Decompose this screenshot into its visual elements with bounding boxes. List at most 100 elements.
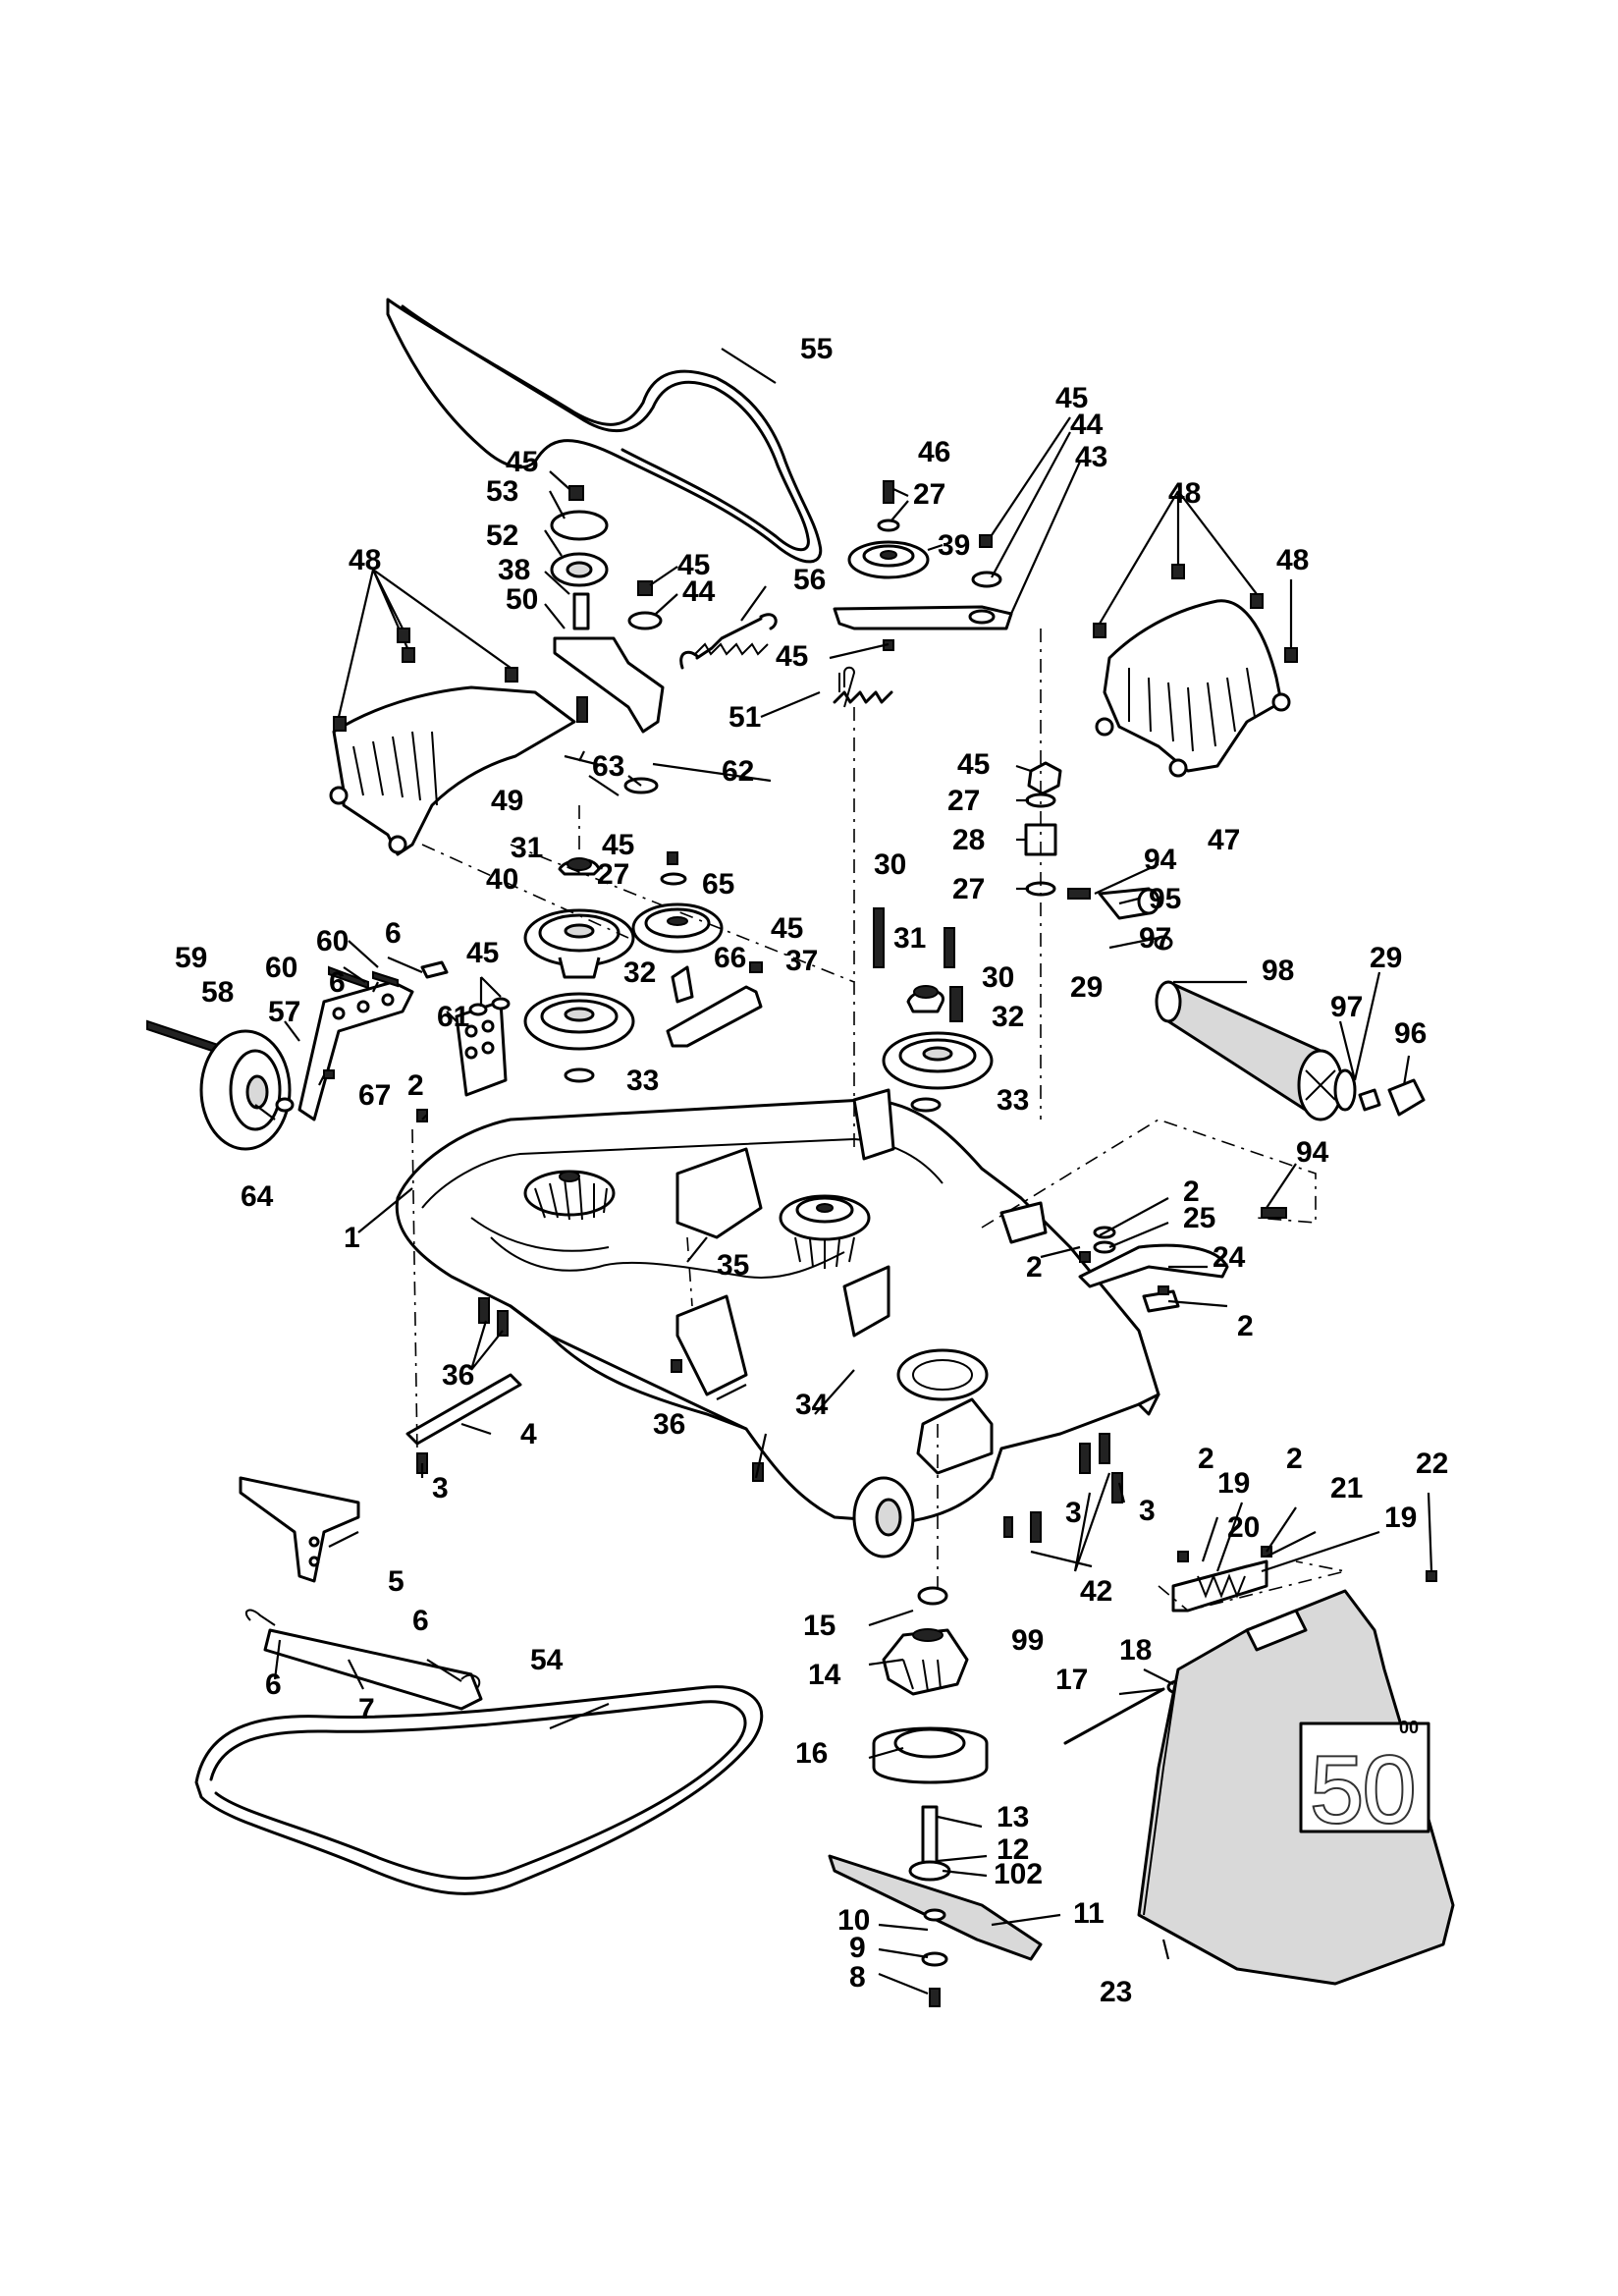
callout-60a: 60 bbox=[316, 925, 349, 957]
callout-27c: 27 bbox=[952, 873, 985, 905]
callout-4: 4 bbox=[520, 1418, 537, 1450]
callout-2c: 2 bbox=[1026, 1251, 1043, 1284]
leader-lines bbox=[254, 348, 1433, 1995]
callout-51: 51 bbox=[728, 701, 761, 734]
callout-62: 62 bbox=[722, 755, 754, 788]
callout-24: 24 bbox=[1213, 1241, 1246, 1274]
callout-5: 5 bbox=[388, 1565, 404, 1598]
callout-10: 10 bbox=[837, 1904, 870, 1937]
callout-48c: 48 bbox=[1276, 544, 1309, 576]
callout-16: 16 bbox=[795, 1737, 828, 1770]
callout-45d: 45 bbox=[776, 640, 808, 673]
callout-6c: 6 bbox=[412, 1605, 429, 1637]
callout-6b: 6 bbox=[385, 917, 402, 950]
callout-57: 57 bbox=[268, 996, 300, 1028]
callout-11: 11 bbox=[1073, 1897, 1105, 1930]
callout-36a: 36 bbox=[442, 1359, 474, 1392]
spring-51 bbox=[833, 666, 893, 708]
callout-58: 58 bbox=[201, 976, 234, 1009]
callout-44a: 44 bbox=[682, 575, 716, 608]
bracket-24 bbox=[1078, 1226, 1229, 1313]
callout-27b: 27 bbox=[947, 785, 980, 817]
callout-2d: 2 bbox=[1237, 1310, 1254, 1342]
belt-guard-49 bbox=[329, 685, 576, 856]
callout-20: 20 bbox=[1227, 1511, 1260, 1544]
shield-badge-sup: 00 bbox=[1399, 1718, 1419, 1737]
callout-30a: 30 bbox=[874, 848, 906, 881]
callout-94b: 94 bbox=[1296, 1136, 1329, 1169]
callout-96: 96 bbox=[1394, 1017, 1427, 1050]
callout-60b: 60 bbox=[265, 952, 297, 984]
callout-19a: 19 bbox=[1217, 1467, 1250, 1500]
callout-6a: 6 bbox=[329, 966, 346, 999]
callout-45a: 45 bbox=[506, 446, 538, 478]
callout-29b: 29 bbox=[1370, 942, 1402, 974]
callout-2b: 2 bbox=[1183, 1175, 1200, 1208]
callout-3a: 3 bbox=[432, 1472, 449, 1504]
gauge-wheel-58 bbox=[146, 960, 511, 1151]
callout-2a: 2 bbox=[407, 1069, 424, 1102]
pulley-32-right-stack bbox=[873, 907, 994, 1113]
screws-48-right bbox=[1093, 490, 1298, 663]
callout-95: 95 bbox=[1149, 883, 1181, 915]
spacer-stack-27-28 bbox=[1024, 761, 1062, 897]
callout-98: 98 bbox=[1262, 955, 1294, 987]
callout-1: 1 bbox=[344, 1222, 360, 1254]
callout-34: 34 bbox=[795, 1389, 829, 1421]
callout-46: 46 bbox=[918, 436, 950, 468]
screws-48-left bbox=[333, 569, 518, 732]
belt-54 bbox=[194, 1685, 764, 1895]
shield-badge-box bbox=[1299, 1722, 1430, 1833]
callout-102: 102 bbox=[994, 1858, 1043, 1890]
callouts: 55 45 53 52 38 50 48 45 44 56 51 63 62 4… bbox=[175, 333, 1448, 2008]
callout-18: 18 bbox=[1119, 1634, 1152, 1667]
callout-66: 66 bbox=[714, 942, 746, 974]
callout-43: 43 bbox=[1075, 441, 1107, 473]
callout-48a: 48 bbox=[349, 544, 381, 576]
callout-39: 39 bbox=[938, 529, 970, 562]
callout-45b: 45 bbox=[677, 549, 710, 581]
callout-50: 50 bbox=[506, 583, 538, 616]
callout-45g: 45 bbox=[771, 912, 803, 945]
mower-deck-1 bbox=[395, 1088, 1160, 1558]
callout-2f: 2 bbox=[1286, 1443, 1303, 1475]
callout-15: 15 bbox=[803, 1610, 836, 1642]
callout-27d: 27 bbox=[597, 858, 629, 891]
pulley-40-stack bbox=[523, 857, 635, 1083]
callout-9: 9 bbox=[849, 1932, 866, 1964]
callout-45f: 45 bbox=[602, 829, 634, 861]
callout-54: 54 bbox=[530, 1644, 564, 1676]
callout-55: 55 bbox=[800, 333, 833, 365]
callout-36b: 36 bbox=[653, 1408, 685, 1441]
callout-30b: 30 bbox=[982, 961, 1014, 994]
callout-33b: 33 bbox=[997, 1084, 1029, 1117]
callout-49: 49 bbox=[491, 785, 523, 817]
callout-45h: 45 bbox=[466, 937, 499, 969]
callout-6d: 6 bbox=[265, 1668, 282, 1701]
callout-53: 53 bbox=[486, 475, 518, 508]
callout-12: 12 bbox=[997, 1833, 1029, 1866]
callout-21: 21 bbox=[1330, 1472, 1363, 1504]
callout-23: 23 bbox=[1100, 1976, 1132, 2008]
spindle-stack bbox=[828, 1586, 1043, 2007]
callout-56: 56 bbox=[793, 564, 826, 596]
callout-52: 52 bbox=[486, 519, 518, 552]
callout-45c: 45 bbox=[1055, 382, 1088, 414]
roller-assembly bbox=[1067, 887, 1426, 1219]
callout-42: 42 bbox=[1080, 1575, 1112, 1608]
callout-29a: 29 bbox=[1070, 971, 1103, 1004]
callout-32b: 32 bbox=[992, 1001, 1024, 1033]
callout-33a: 33 bbox=[626, 1065, 659, 1097]
callout-67: 67 bbox=[358, 1079, 391, 1112]
callout-48b: 48 bbox=[1168, 477, 1201, 510]
callout-3c: 3 bbox=[1139, 1495, 1156, 1527]
callout-3b: 3 bbox=[1065, 1497, 1082, 1529]
callout-45e: 45 bbox=[957, 748, 990, 781]
callout-38: 38 bbox=[498, 554, 530, 586]
callout-47: 47 bbox=[1208, 824, 1240, 856]
callout-19b: 19 bbox=[1384, 1502, 1417, 1534]
callout-37: 37 bbox=[785, 945, 818, 977]
discharge-shield-23: 50 00 bbox=[1137, 1589, 1455, 1986]
callout-97b: 97 bbox=[1330, 991, 1363, 1023]
